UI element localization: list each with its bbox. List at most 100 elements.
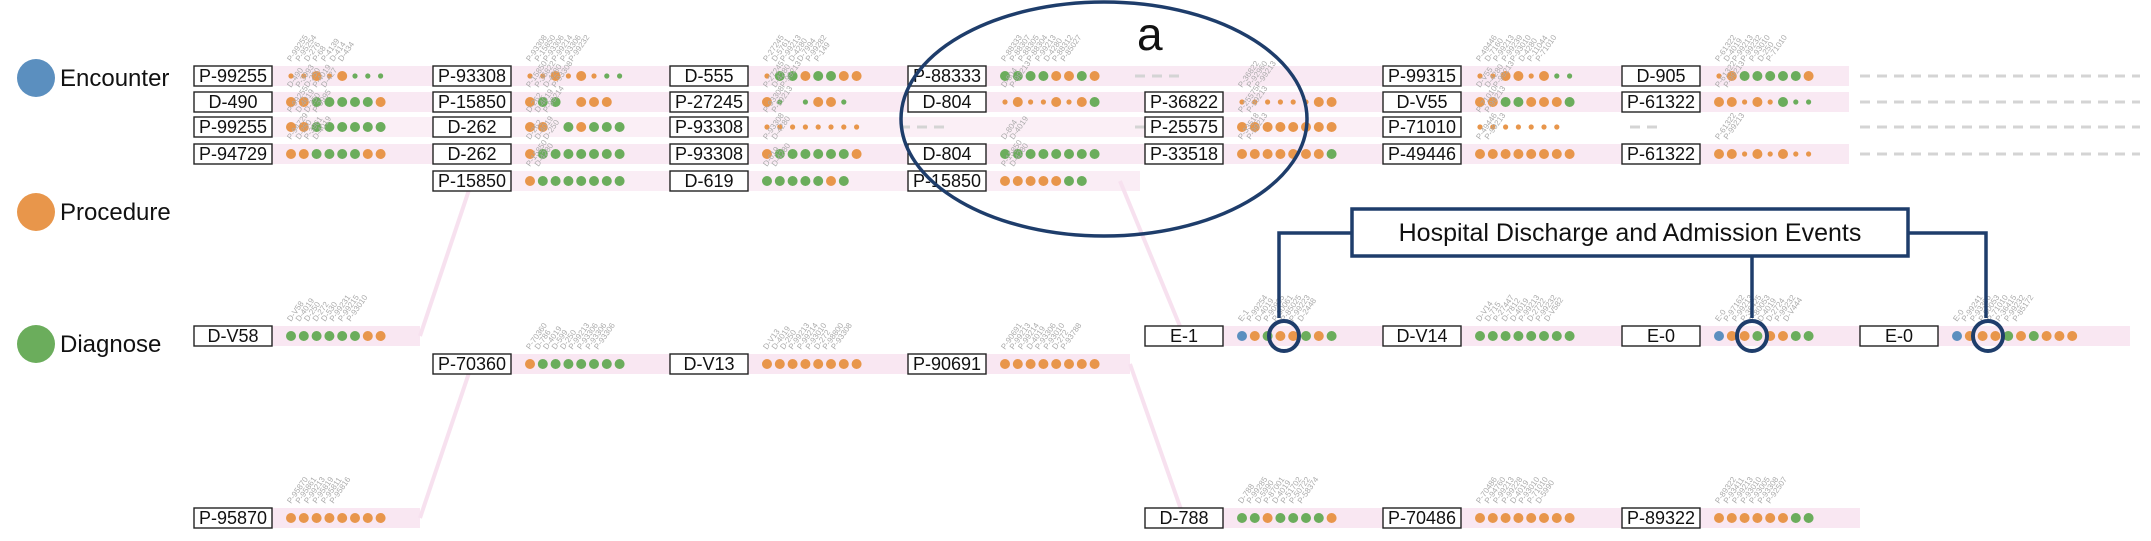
event-code-labels: E-0P-99241P-93306P-80053P-71010P-36415P-… [1951,293,2036,323]
node-label: P-49446 [1388,144,1456,164]
node-label: D-804 [922,144,971,164]
event-dot [1790,513,1801,523]
event-dot [324,97,335,107]
node-box [1621,91,1701,113]
event-dot [563,149,574,159]
event-dot [1726,97,1737,107]
node-group: P-99255 P-99255P-95254D-276P-68P-4139D-41… [193,33,384,87]
event-dot [365,73,371,79]
event-dot [2041,331,2052,341]
node-label: D-V55 [1396,92,1447,112]
event-dot [1288,513,1299,523]
event-dot [1025,176,1036,186]
event-dot [337,331,348,341]
event-dot [1288,331,1299,341]
ribbon-row-3 [233,117,1384,137]
event-dot [1742,99,1748,105]
event-dot [1000,149,1010,159]
event-dot [1739,331,1750,341]
event-dot [1237,122,1247,132]
event-dot [841,99,847,105]
event-dot [550,71,561,81]
node-box [1621,143,1701,165]
callout-title: Hospital Discharge and Admission Events [1399,219,1862,247]
node-label: P-99255 [199,66,267,86]
node-box [1382,325,1462,347]
event-dot [591,73,597,79]
event-dot [337,122,348,132]
event-dot [2016,331,2026,341]
event-dot [1028,99,1034,105]
event-dot [800,71,811,81]
event-dot [813,359,824,369]
event-dot [362,331,373,341]
event-dot [1064,176,1074,186]
event-dot [1487,331,1498,341]
event-dot [1539,513,1549,523]
event-dot [525,97,535,107]
callout-connector [1277,231,1352,318]
event-dot [1012,97,1023,107]
event-dot [1326,331,1337,341]
legend-item: Diagnose [17,325,161,363]
node-label: P-90691 [913,354,981,374]
event-dot [800,176,811,186]
event-dot [1716,73,1722,79]
event-dot [1038,71,1049,81]
event-dot [375,97,386,107]
event-dot [1752,149,1763,159]
event-dot [537,122,548,132]
event-dot [1313,149,1324,159]
event-dot [576,176,587,186]
event-dot [1490,73,1496,79]
event-code-labels: P-95870P-95861P-99213P-95819P-95811P-958… [285,475,353,505]
event-dot [326,73,332,79]
event-dot [288,73,294,79]
event-dot [1778,149,1788,159]
event-dot [826,71,836,81]
event-dot [1239,99,1245,105]
event-dot [286,149,296,159]
event-dot [1076,71,1087,81]
event-dot [1012,71,1023,81]
encounter-highlight [1267,319,1301,353]
event-dot [1237,331,1247,341]
event-dot [1000,359,1010,369]
event-dot [1500,97,1511,107]
event-dot [1012,359,1023,369]
event-dot [1051,71,1062,81]
event-dot [1089,97,1100,107]
event-dot [774,176,785,186]
node-box [193,65,273,87]
event-dot [1038,359,1049,369]
event-dot [324,331,335,341]
event-dot [1288,122,1299,132]
event-dot [1477,124,1483,130]
event-dot [1301,149,1311,159]
event-dot [1726,331,1737,341]
event-dot [1275,122,1286,132]
event-code-labels: E-0P-97162P-99213P-36425P-80053D-4019D-2… [1713,293,1804,323]
event-dot [1726,513,1737,523]
event-dot [1526,331,1537,341]
event-dot [565,73,572,79]
node-label: P-99255 [199,117,267,137]
node-label: P-36822 [1150,92,1218,112]
event-dot [1064,71,1074,81]
event-dot [1500,149,1511,159]
event-dot [375,122,386,132]
event-dot [601,97,612,107]
event-dot [1765,513,1776,523]
node-box [1144,325,1224,347]
event-dot [537,176,548,186]
event-dot [311,97,322,107]
event-dot [576,71,587,81]
event-dot [1739,71,1750,81]
